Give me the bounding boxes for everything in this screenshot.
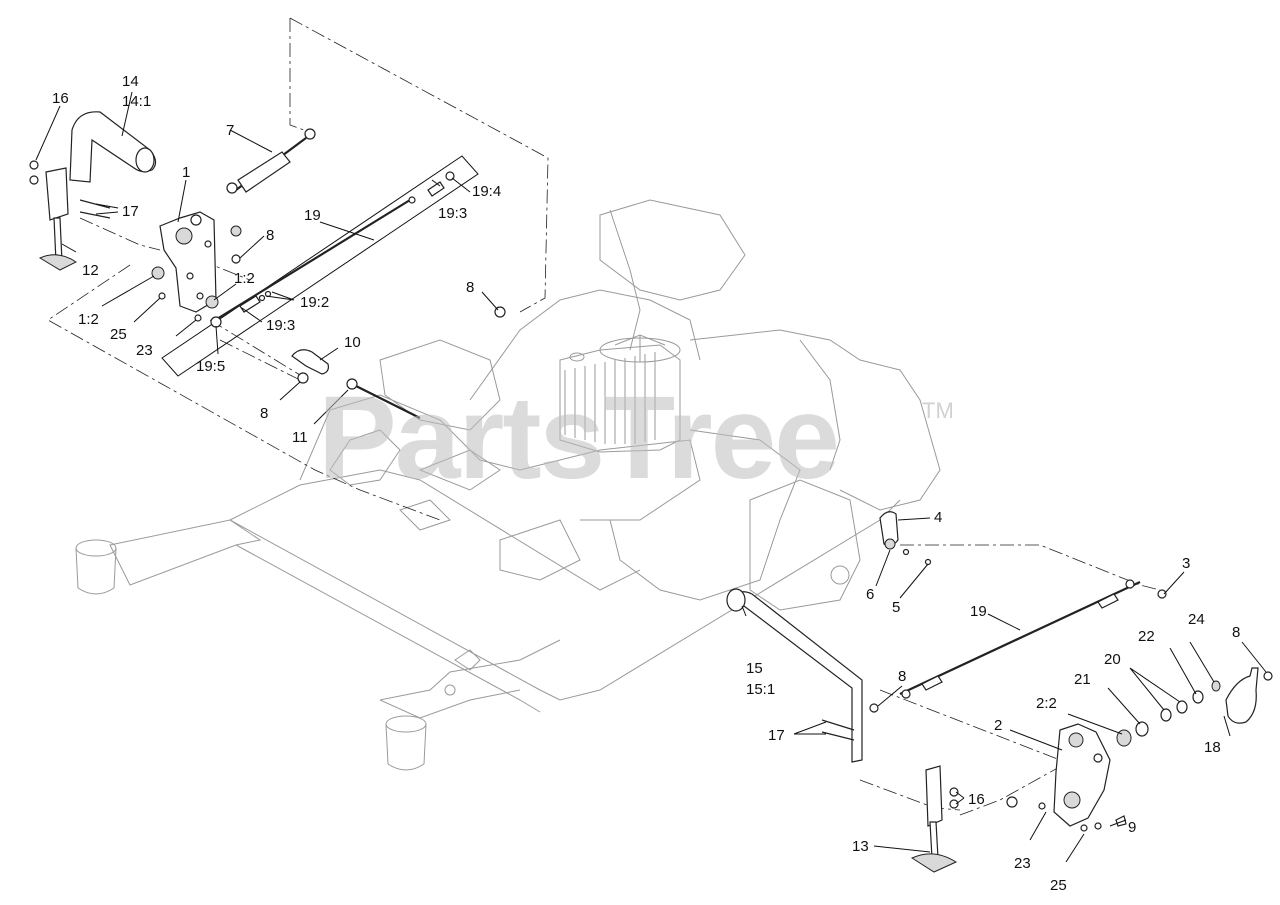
callout-19: 19 <box>970 603 987 620</box>
engine <box>559 334 681 453</box>
callout-19-5: 19:5 <box>196 358 225 375</box>
callout-8: 8 <box>898 668 906 685</box>
callout-19-3: 19:3 <box>438 205 467 222</box>
callout-21: 21 <box>1074 671 1091 688</box>
callout-14-1: 14:1 <box>122 93 151 110</box>
left-control-parts <box>29 111 506 419</box>
callout-2: 2 <box>994 717 1002 734</box>
callout-8: 8 <box>266 227 274 244</box>
callout-8: 8 <box>1232 624 1240 641</box>
watermark-trademark: TM <box>922 398 954 423</box>
right-control-parts <box>726 511 1273 873</box>
callout-16: 16 <box>52 90 69 107</box>
callout-19-3: 19:3 <box>266 317 295 334</box>
callout-3: 3 <box>1182 555 1190 572</box>
callout-8: 8 <box>466 279 474 296</box>
callout-10: 10 <box>344 334 361 351</box>
callout-14: 14 <box>122 73 139 90</box>
watermark-text: PartsTree <box>318 372 838 504</box>
callout-labels: 14 14:1 16 7 1 17 19 19:4 19:3 8 12 1:2 … <box>52 73 1240 894</box>
callout-1: 1 <box>182 164 190 181</box>
callout-20: 20 <box>1104 651 1121 668</box>
mower-frame <box>75 199 941 771</box>
callout-2-2: 2:2 <box>1036 695 1057 712</box>
callout-4: 4 <box>934 509 942 526</box>
callout-17: 17 <box>768 727 785 744</box>
callout-7: 7 <box>226 122 234 139</box>
callout-13: 13 <box>852 838 869 855</box>
rod-assembly-box-left <box>161 155 479 377</box>
callout-25: 25 <box>110 326 127 343</box>
callout-19-2: 19:2 <box>300 294 329 311</box>
callout-15-1: 15:1 <box>746 681 775 698</box>
callout-19: 19 <box>304 207 321 224</box>
callout-22: 22 <box>1138 628 1155 645</box>
callout-16: 16 <box>968 791 985 808</box>
callout-23: 23 <box>1014 855 1031 872</box>
callout-5: 5 <box>892 599 900 616</box>
callout-18: 18 <box>1204 739 1221 756</box>
callout-15: 15 <box>746 660 763 677</box>
callout-6: 6 <box>866 586 874 603</box>
callout-9: 9 <box>1128 819 1136 836</box>
callout-8: 8 <box>260 405 268 422</box>
callout-23: 23 <box>136 342 153 359</box>
callout-19-4: 19:4 <box>472 183 501 200</box>
callout-12: 12 <box>82 262 99 279</box>
callout-1-2: 1:2 <box>234 270 255 287</box>
callout-24: 24 <box>1188 611 1205 628</box>
callout-17: 17 <box>122 203 139 220</box>
callout-11: 11 <box>292 429 308 446</box>
leader-lines <box>35 91 1267 863</box>
callout-1-2: 1:2 <box>78 311 99 328</box>
callout-25: 25 <box>1050 877 1067 894</box>
